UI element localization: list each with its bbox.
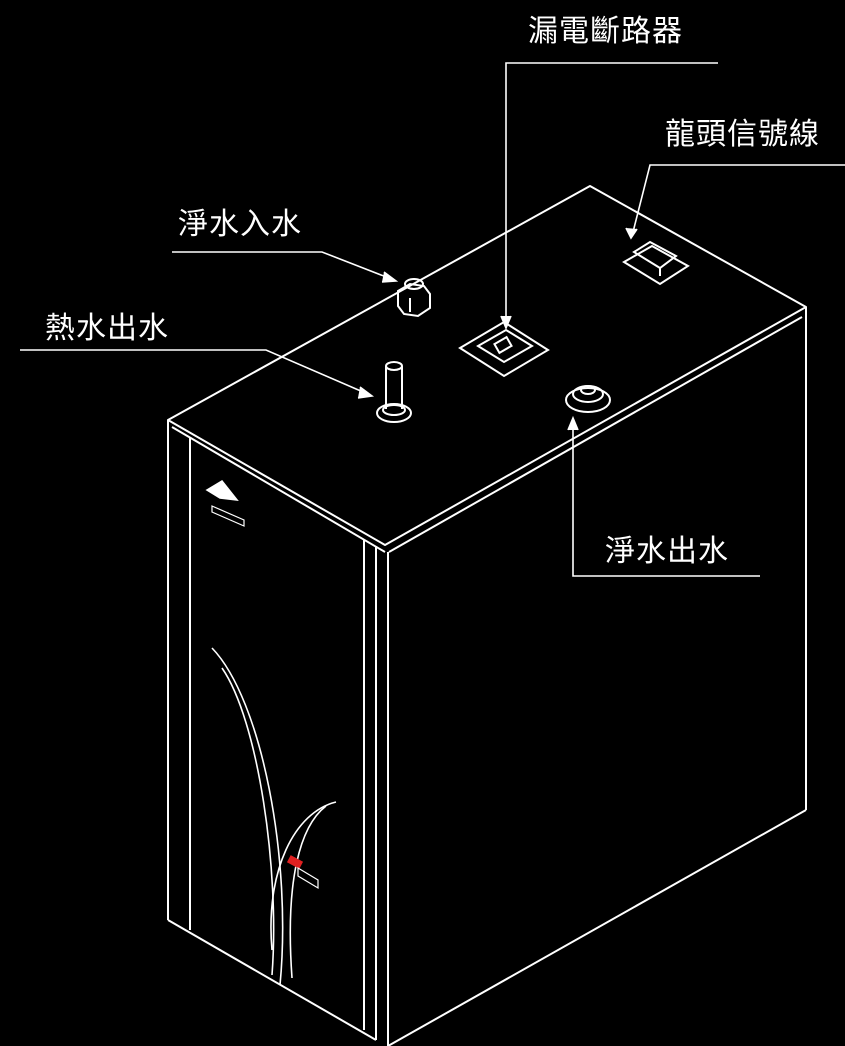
small-badge-mark (297, 866, 319, 890)
brand-logo (205, 479, 245, 527)
leader-purified-inlet (172, 251, 395, 281)
purified-water-outlet-label: 淨水出水 (605, 534, 729, 569)
breaker-switch (493, 335, 513, 355)
pipe-base-outer (376, 403, 412, 423)
leader-hot-outlet (20, 349, 371, 396)
right-panel-bottom (387, 809, 807, 1046)
arrow-leakage-breaker (500, 315, 512, 331)
leader-faucet-signal (631, 164, 845, 237)
swoosh-line-3 (270, 801, 337, 951)
cabinet-outline (167, 185, 807, 1046)
faucet-signal-connector (622, 240, 690, 286)
pipe-base-inner (382, 404, 406, 416)
breaker-plate (458, 320, 550, 378)
top-edge-chamfer-right (388, 316, 803, 553)
red-indicator-mark (286, 855, 304, 869)
leader-purified-outlet (572, 420, 760, 577)
pipe-top (385, 361, 403, 371)
leakage-breaker (458, 320, 550, 378)
inlet-cap (404, 278, 424, 290)
front-panel-bottom (167, 919, 377, 1041)
breaker-body (476, 328, 534, 364)
hot-water-outlet-pipe (376, 361, 412, 423)
purified-water-inlet-label: 淨水入水 (178, 207, 302, 242)
arrow-purified-outlet (567, 415, 579, 431)
arrow-hot-outlet (357, 386, 375, 399)
faucet-signal-line-label: 龍頭信號線 (665, 117, 820, 152)
inlet-hex-nut (397, 282, 431, 318)
arrow-faucet-signal (625, 227, 638, 240)
outlet-hole (580, 385, 596, 395)
logo-triangle (205, 479, 239, 502)
leakage-breaker-label: 漏電斷路器 (528, 14, 683, 49)
front-decoration (211, 647, 337, 986)
swoosh-line-1 (211, 647, 284, 986)
leader-lines (20, 62, 845, 577)
purified-water-outlet-fitting (565, 385, 611, 413)
outlet-base (565, 387, 611, 413)
arrow-purified-inlet (381, 271, 399, 283)
swoosh-line-2 (221, 667, 275, 976)
connector-plate (622, 244, 690, 286)
top-edge-chamfer-left (171, 426, 386, 553)
purified-water-inlet-fitting (397, 278, 431, 318)
hot-water-outlet-label: 熱水出水 (45, 311, 169, 346)
connector-body (632, 240, 678, 270)
logo-text-plate (211, 505, 245, 527)
leader-leakage-breaker (505, 62, 718, 326)
